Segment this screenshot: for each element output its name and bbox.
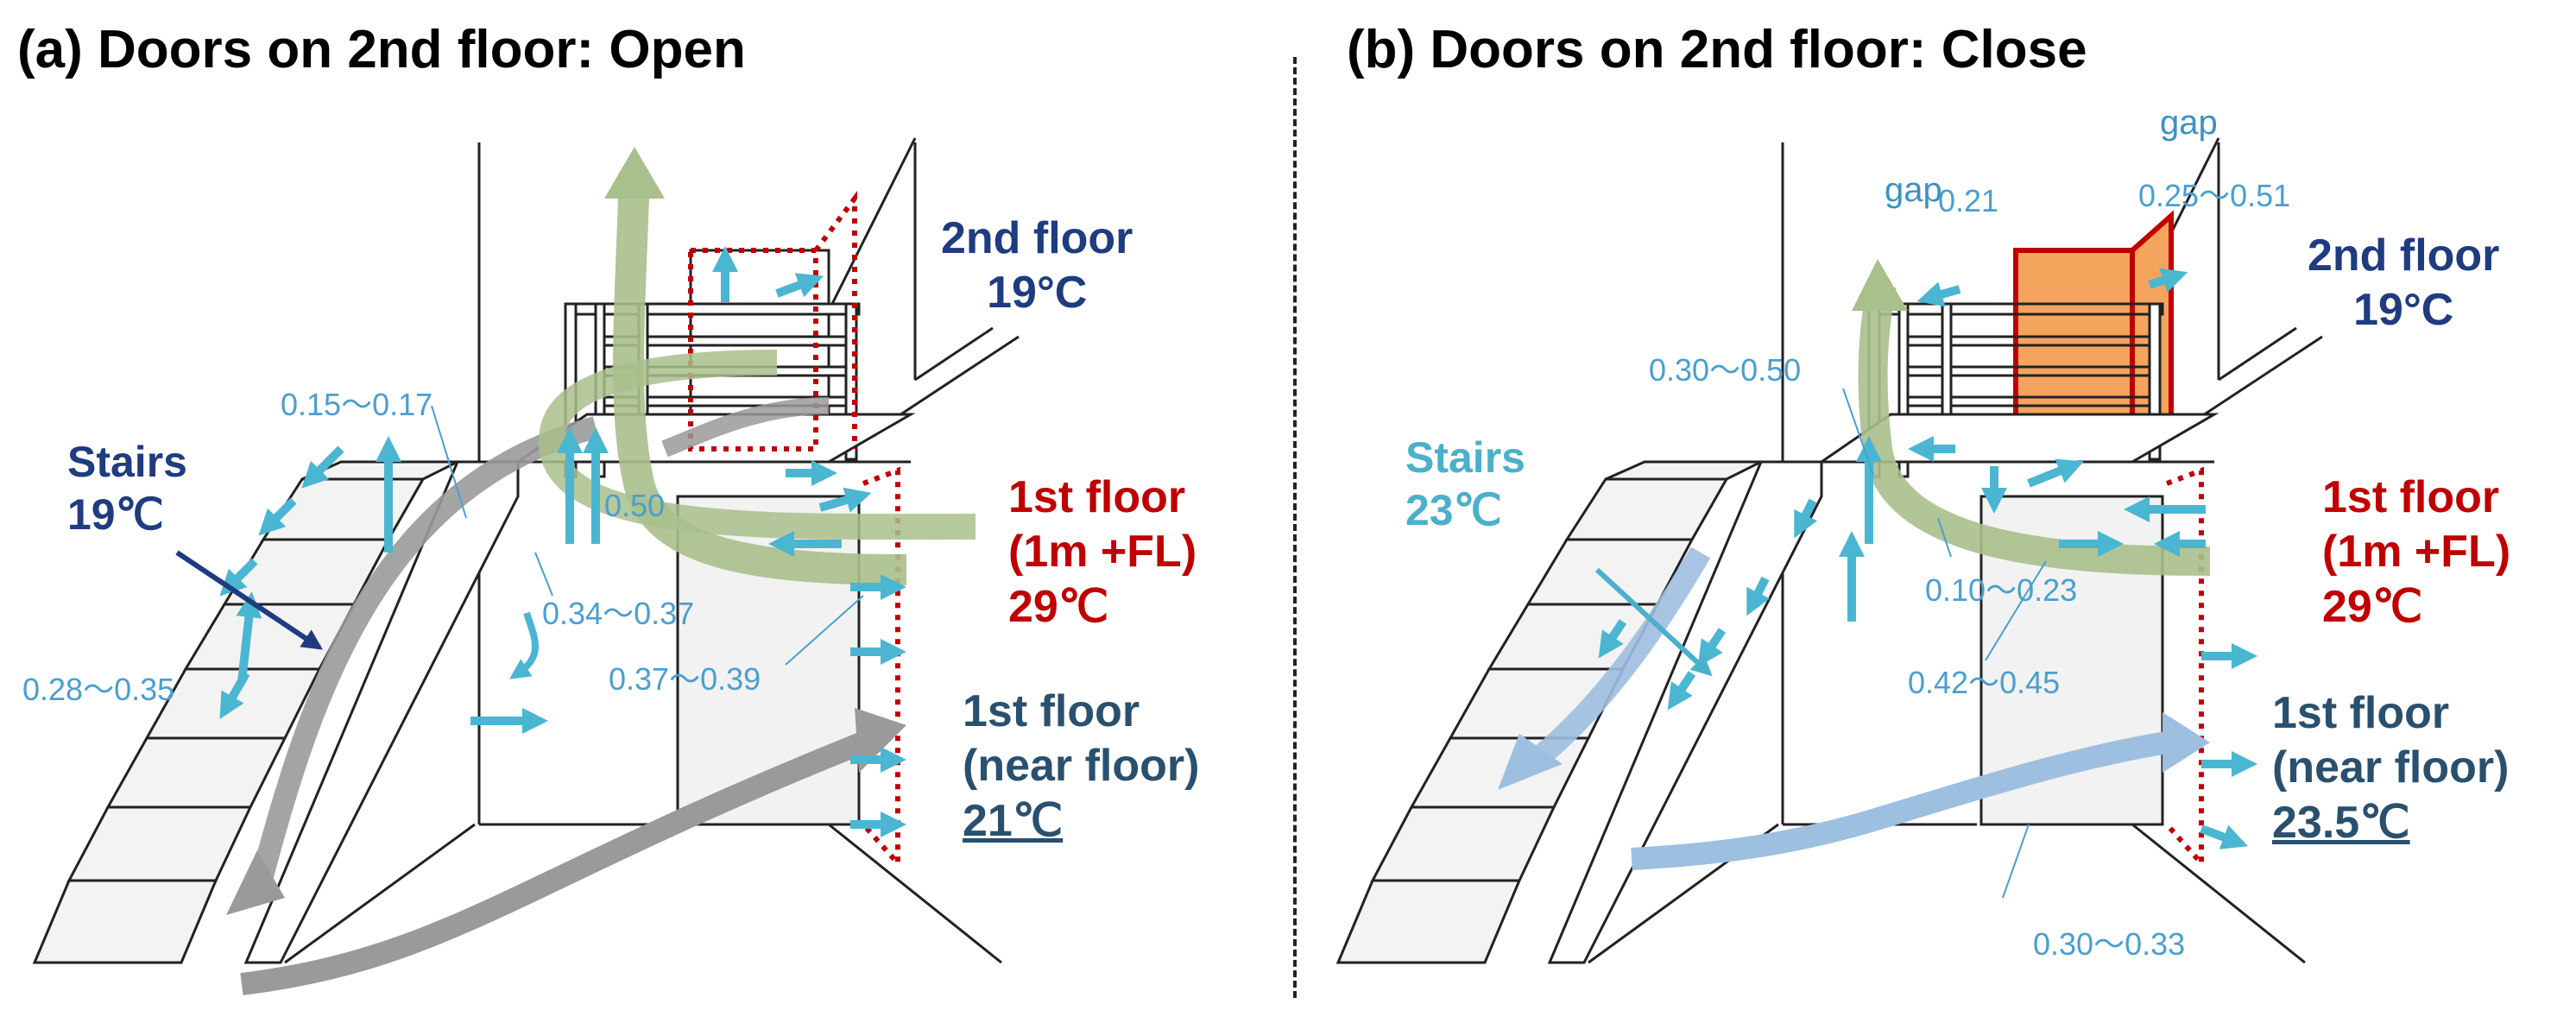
first-floor-low-name-a: 1st floor <box>963 686 1140 736</box>
velocity-a-1: 0.15～0.17 <box>281 387 433 422</box>
panel-doors-close: (b) Doors on 2nd floor: Close gap 0.21 g… <box>1304 0 2576 1023</box>
first-floor-low-height-b: (near floor) <box>2272 742 2510 793</box>
second-floor-temp-a: 19°C <box>987 268 1088 319</box>
stairs-temp-b: 23℃ <box>1405 486 1502 534</box>
first-floor-high-temp-a: 29℃ <box>1008 581 1109 632</box>
first-floor-high-height-b: (1m +FL) <box>2322 527 2511 578</box>
stairs-pointer-b <box>1594 567 1713 677</box>
flow-green-b <box>1858 281 2211 576</box>
leader-lines <box>431 405 864 666</box>
first-floor-low-height-a: (near floor) <box>963 741 1200 792</box>
flow-gray-floor <box>240 731 868 995</box>
flow-blue-floor-head <box>2162 712 2210 773</box>
velocity-a-4: 0.37～0.39 <box>609 661 761 697</box>
velocity-arrows-b <box>1598 268 2257 849</box>
velocity-b-3: 0.42～0.45 <box>1908 665 2061 700</box>
stairs-name-a: Stairs <box>67 438 187 486</box>
second-floor-temp-b: 19°C <box>2353 285 2454 336</box>
first-floor-low-temp-b: 23.5℃ <box>2272 797 2410 848</box>
first-floor-low-label-b: 1st floor (near floor) 23.5℃ <box>2272 686 2509 850</box>
first-floor-low-label-a: 1st floor (near floor) 21℃ <box>963 685 1199 849</box>
gap-value-right: 0.25～0.51 <box>2138 178 2291 213</box>
first-floor-low-temp-a: 21℃ <box>963 795 1064 846</box>
flow-green-left <box>539 350 976 540</box>
gap-value-left: 0.21 <box>1938 183 1999 218</box>
velocity-b-4: 0.30～0.33 <box>2033 926 2186 962</box>
panel-a-title: (a) Doors on 2nd floor: Open <box>17 20 746 79</box>
panel-divider <box>1293 57 1297 998</box>
first-floor-high-temp-b: 29℃ <box>2322 581 2423 632</box>
flow-blue-floor <box>1631 731 2169 870</box>
second-floor-label-b: 2nd floor 19°C <box>2308 229 2499 338</box>
stairs-pointer <box>175 550 323 650</box>
second-floor-name-a: 2nd floor <box>941 213 1133 263</box>
velocity-arrows <box>219 246 906 837</box>
panel-b-title: (b) Doors on 2nd floor: Close <box>1347 20 2087 79</box>
flow-blue-stairs-head <box>1498 734 1563 790</box>
leader-lines-b <box>1842 388 2047 899</box>
velocity-a-5: 0.28～0.35 <box>22 672 175 707</box>
first-floor-high-name-a: 1st floor <box>1008 472 1186 522</box>
flow-green-up-head <box>604 147 665 199</box>
flow-gray-stairs <box>248 416 599 893</box>
flow-gray-stairs-head <box>226 850 285 915</box>
velocity-a-3: 0.34～0.37 <box>542 596 695 631</box>
velocity-a-2: 0.50 <box>604 488 666 523</box>
room-structure-b <box>1588 137 2323 964</box>
velocity-b-1: 0.30～0.50 <box>1649 352 1802 388</box>
stairs-name-b: Stairs <box>1405 433 1525 482</box>
first-floor-high-name-b: 1st floor <box>2322 472 2500 522</box>
first-floor-high-label-b: 1st floor (1m +FL) 29℃ <box>2322 470 2510 635</box>
scene-doors-close <box>1335 137 2323 964</box>
flow-green-up <box>613 172 907 585</box>
stairs-temp-a: 19℃ <box>67 490 164 539</box>
second-floor-label-a: 2nd floor 19°C <box>941 212 1133 321</box>
opening-outline-1f <box>861 466 900 870</box>
scene-doors-open <box>32 137 1020 995</box>
swirl-arrow <box>509 611 539 679</box>
flow-gray-upper <box>661 397 830 458</box>
stairs-label-a: Stairs 19℃ <box>67 436 187 541</box>
stairs-label-b: Stairs 23℃ <box>1405 432 1525 537</box>
gap-label-left: gap <box>1885 171 1942 209</box>
opening-outline-1f-b <box>2164 466 2204 870</box>
panel-doors-open: (a) Doors on 2nd floor: Open 2nd floor 1… <box>0 0 1286 1023</box>
first-floor-high-label-a: 1st floor (1m +FL) 29℃ <box>1008 470 1196 635</box>
first-floor-high-height-a: (1m +FL) <box>1008 527 1197 578</box>
flow-blue-stairs <box>1529 546 1711 768</box>
opening-outline-2f <box>688 191 857 452</box>
first-floor-low-name-b: 1st floor <box>2272 688 2450 738</box>
velocity-b-2: 0.10～0.23 <box>1925 572 2078 608</box>
second-floor-name-b: 2nd floor <box>2308 230 2500 281</box>
gap-label-right: gap <box>2160 104 2218 142</box>
flow-green-b-head <box>1852 259 1908 311</box>
